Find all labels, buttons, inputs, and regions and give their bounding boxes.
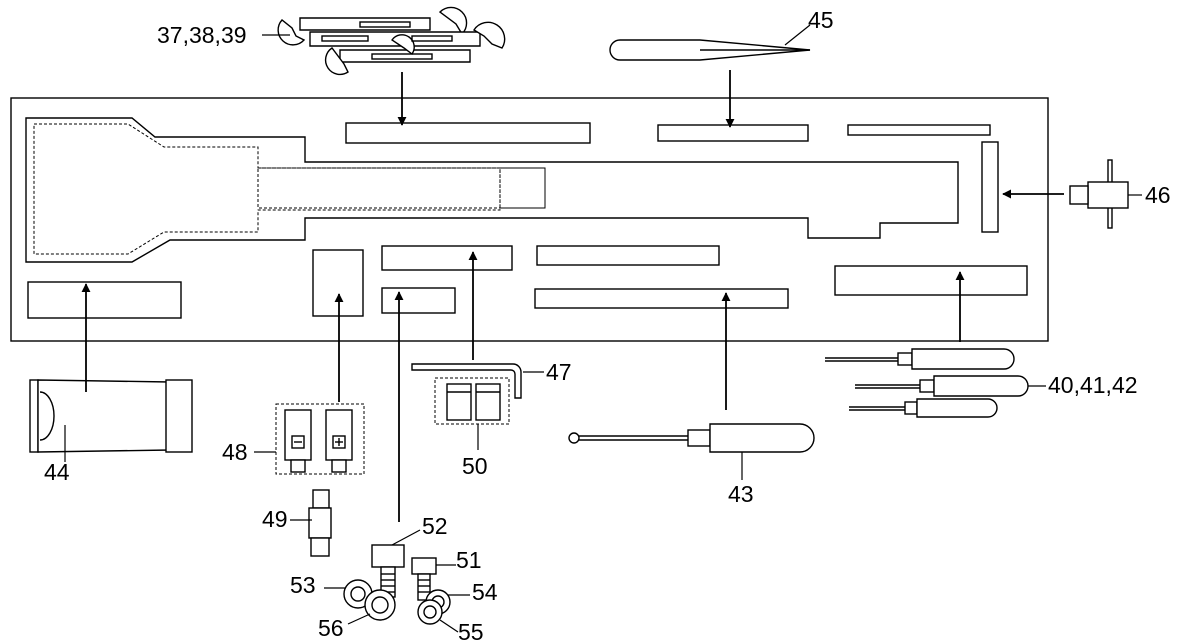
leader-washer-56 <box>347 613 371 625</box>
washer-55-icon <box>417 599 443 625</box>
cavity-large-tool <box>25 117 959 263</box>
tool-case-tray <box>10 97 1049 342</box>
label-wrenches: 37,38,39 <box>157 22 247 48</box>
connectors-b-icon <box>434 377 510 425</box>
slot-screwdrivers <box>834 265 1028 296</box>
leader-screw-large <box>391 529 421 546</box>
leader-tweezers <box>784 24 811 46</box>
slot-connectors-b <box>381 245 513 271</box>
label-washer-53: 53 <box>290 572 316 598</box>
slot-top-right <box>847 124 991 136</box>
label-hex-key: 47 <box>546 359 572 385</box>
label-connector-single: 49 <box>262 506 288 532</box>
label-washer-56: 56 <box>318 615 344 641</box>
tweezers-icon <box>609 39 811 61</box>
washer-56-icon <box>364 589 396 621</box>
t-tool-icon <box>1069 159 1129 229</box>
label-ball-driver: 43 <box>728 481 754 507</box>
screw-small-icon <box>411 557 437 601</box>
label-tweezers: 45 <box>808 7 834 33</box>
slot-mid <box>536 245 720 266</box>
label-washer-54: 54 <box>472 579 498 605</box>
label-screw-large: 52 <box>422 513 448 539</box>
connectors-a-icon <box>275 403 365 475</box>
slot-ball-driver <box>534 288 789 309</box>
ball-driver-icon <box>568 423 815 453</box>
label-washer-55: 55 <box>458 619 484 642</box>
label-screw-small: 51 <box>456 547 482 573</box>
slot-connectors-a <box>312 249 364 317</box>
slot-tube <box>27 281 182 319</box>
label-connectors-a: 48 <box>222 439 248 465</box>
label-t-tool: 46 <box>1145 182 1171 208</box>
slot-screws <box>381 287 456 314</box>
hex-key-icon <box>411 363 522 399</box>
label-connectors-b: 50 <box>462 453 488 479</box>
slot-wrenches <box>345 122 591 144</box>
cavity-dashed-shaft <box>257 167 546 209</box>
cavity-dashed-end <box>499 167 546 209</box>
label-screwdrivers: 40,41,42 <box>1048 372 1138 398</box>
leader-washer-55 <box>439 619 459 633</box>
cavity-inner-dashed <box>33 123 501 255</box>
label-tube: 44 <box>44 459 70 485</box>
slot-t-tool <box>981 141 999 233</box>
connector-single-icon <box>308 489 332 557</box>
screw-large-icon <box>371 544 405 598</box>
wrenches-icon <box>277 6 506 76</box>
slot-tweezers <box>657 124 809 142</box>
tray-outline <box>10 97 1049 342</box>
tube-icon <box>29 379 193 453</box>
screwdrivers-icon <box>825 348 1029 418</box>
